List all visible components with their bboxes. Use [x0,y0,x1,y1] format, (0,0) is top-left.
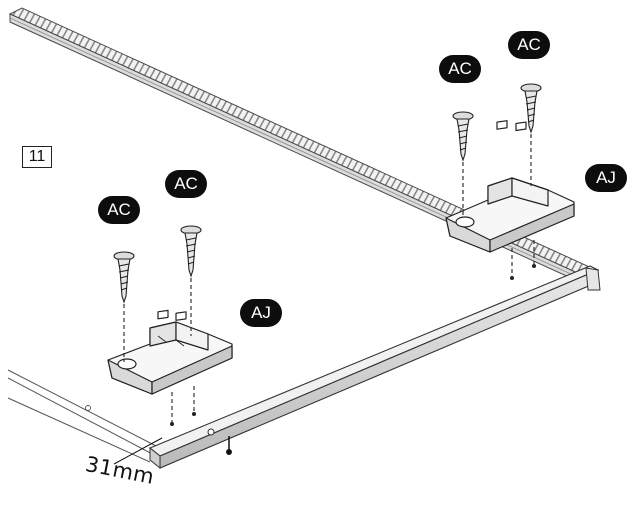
label-aj-left: AJ [240,299,282,327]
screw-left-2 [180,225,202,278]
label-ac-right-2: AC [508,31,550,59]
screw-right-2 [520,83,542,134]
label-aj-right: AJ [585,164,627,192]
screw-right-1 [452,111,474,162]
right-bracket [445,120,575,253]
back-rail [8,7,598,285]
panel-edges [7,369,161,463]
step-number: 11 [22,146,52,168]
label-ac-right-1: AC [439,55,481,83]
screw-left-1 [113,251,135,304]
pilot-holes [170,264,536,426]
front-rail [85,265,601,470]
left-bracket [107,309,233,395]
dimension-marker [113,436,232,465]
label-ac-left-2: AC [165,170,207,198]
label-ac-left-1: AC [98,196,140,224]
guide-lines [123,134,535,422]
